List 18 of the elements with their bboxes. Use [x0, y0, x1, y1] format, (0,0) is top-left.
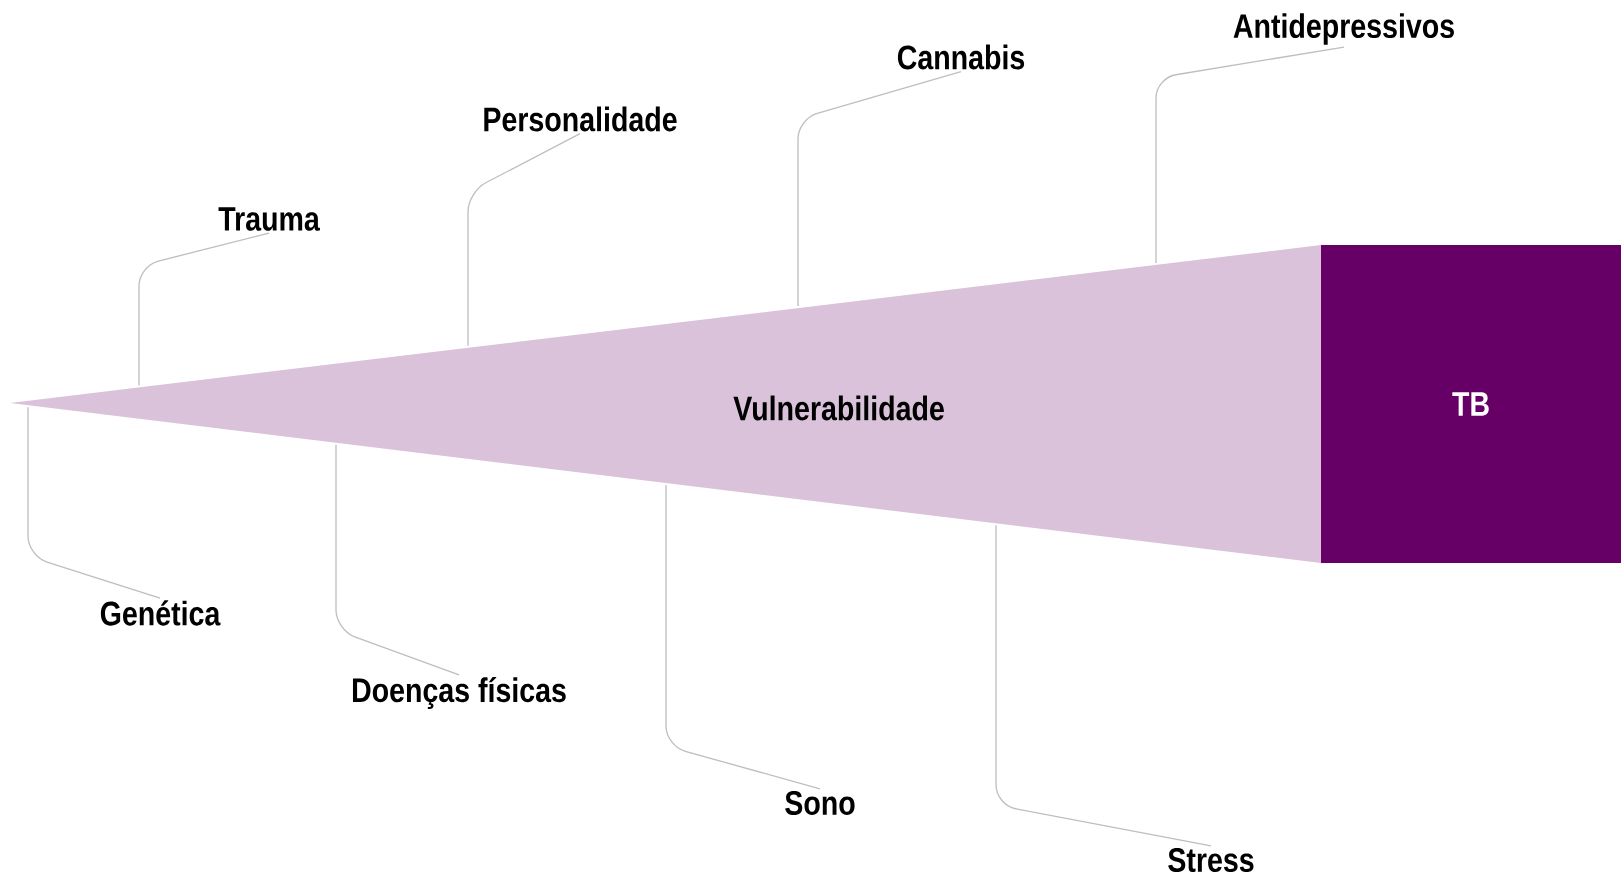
leader-line — [27, 406, 161, 599]
vulnerability-wedge: Vulnerabilidade — [10, 245, 1321, 563]
factor-label: Sono — [785, 790, 855, 816]
leader-line — [335, 444, 460, 676]
factor-label: Personalidade — [484, 106, 677, 132]
leader-line — [138, 232, 270, 387]
factor-label: Cannabis — [897, 44, 1025, 70]
leader-line — [1155, 46, 1345, 264]
leader-line — [797, 71, 962, 307]
factor-label: Trauma — [218, 207, 320, 231]
factor-label: Antidepressivos — [1233, 13, 1454, 45]
outcome-box: TB — [1321, 245, 1621, 563]
factor-label: Doenças físicas — [352, 677, 566, 709]
leader-line — [995, 524, 1212, 847]
factor-label: Stress — [1168, 847, 1254, 873]
leader-line — [665, 484, 821, 790]
factor-label: Genética — [100, 600, 221, 626]
leader-line — [467, 133, 581, 347]
